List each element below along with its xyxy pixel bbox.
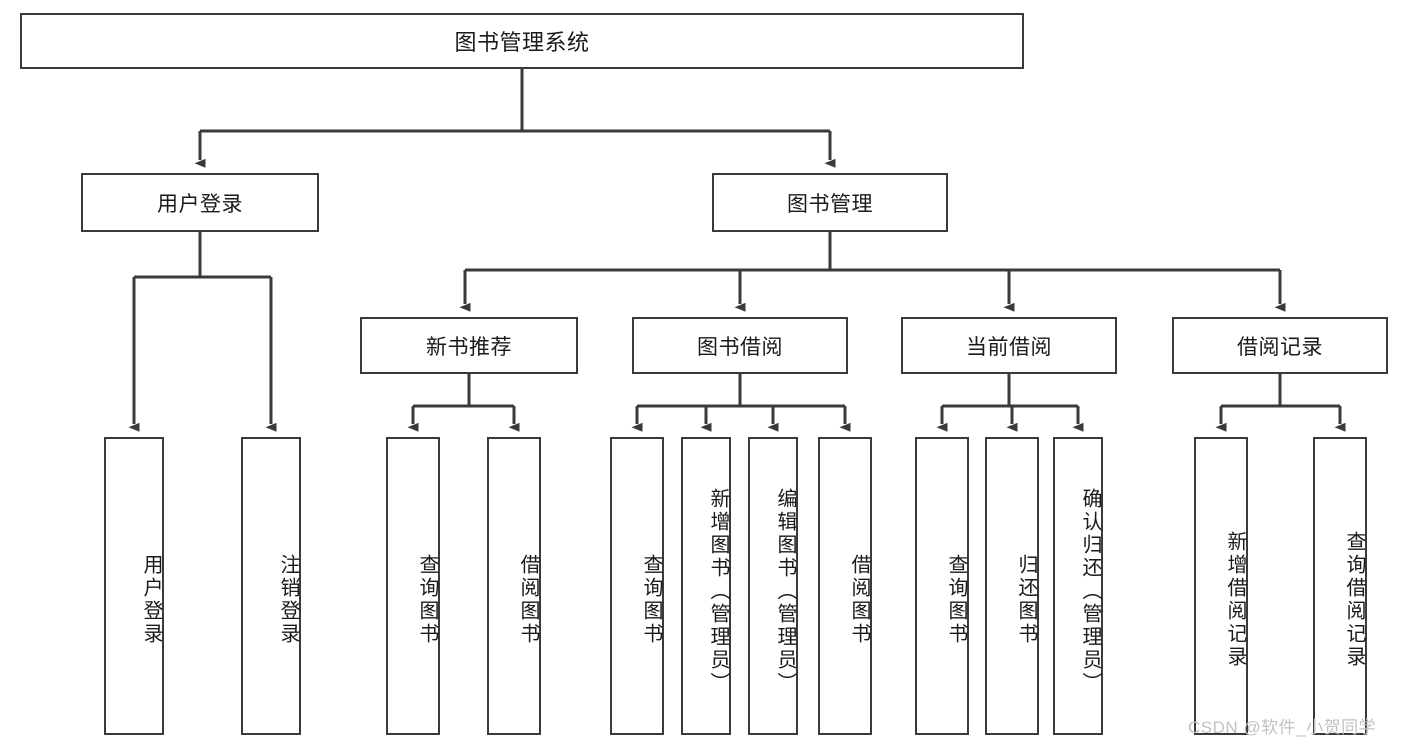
node-leaf-query-book-1[interactable]: 查询图书 [386, 437, 440, 735]
node-current-borrow[interactable]: 当前借阅 [901, 317, 1117, 374]
node-leaf-confirm-return[interactable]: 确认归还（管理员） [1053, 437, 1103, 735]
node-leaf-borrow-book-1[interactable]: 借阅图书 [487, 437, 541, 735]
node-leaf-user-login[interactable]: 用户登录 [104, 437, 164, 735]
node-root-label: 图书管理系统 [454, 30, 590, 55]
node-leaf-return-book[interactable]: 归还图书 [985, 437, 1039, 735]
node-leaf-borrow-book-2-label: 借阅图书 [848, 554, 870, 646]
node-leaf-query-book-3-label: 查询图书 [945, 554, 967, 646]
node-root[interactable]: 图书管理系统 [20, 13, 1024, 69]
node-leaf-confirm-return-label: 确认归还（管理员） [1079, 487, 1101, 695]
node-leaf-add-book-label: 新增图书（管理员） [707, 487, 729, 695]
node-leaf-borrow-book-1-label: 借阅图书 [517, 554, 539, 646]
node-leaf-add-book[interactable]: 新增图书（管理员） [681, 437, 731, 735]
node-user-login-label: 用户登录 [157, 192, 243, 216]
node-leaf-edit-book[interactable]: 编辑图书（管理员） [748, 437, 798, 735]
node-leaf-query-book-2-label: 查询图书 [640, 554, 662, 646]
node-leaf-user-logout-label: 注销登录 [277, 554, 299, 646]
node-leaf-edit-book-label: 编辑图书（管理员） [774, 487, 796, 695]
node-leaf-query-book-2[interactable]: 查询图书 [610, 437, 664, 735]
node-book-borrow-label: 图书借阅 [697, 335, 783, 359]
node-borrow-record-label: 借阅记录 [1237, 335, 1323, 359]
node-leaf-borrow-book-2[interactable]: 借阅图书 [818, 437, 872, 735]
node-book-borrow[interactable]: 图书借阅 [632, 317, 848, 374]
node-leaf-user-login-label: 用户登录 [140, 554, 162, 646]
node-borrow-record[interactable]: 借阅记录 [1172, 317, 1388, 374]
node-current-borrow-label: 当前借阅 [966, 335, 1052, 359]
node-leaf-add-record[interactable]: 新增借阅记录 [1194, 437, 1248, 735]
node-new-book-rec[interactable]: 新书推荐 [360, 317, 578, 374]
node-book-manage-label: 图书管理 [787, 192, 873, 216]
node-leaf-query-book-1-label: 查询图书 [416, 554, 438, 646]
node-leaf-query-record-label: 查询借阅记录 [1343, 531, 1365, 669]
node-leaf-user-logout[interactable]: 注销登录 [241, 437, 301, 735]
node-book-manage[interactable]: 图书管理 [712, 173, 948, 232]
node-new-book-rec-label: 新书推荐 [426, 335, 512, 359]
node-leaf-query-book-3[interactable]: 查询图书 [915, 437, 969, 735]
node-leaf-return-book-label: 归还图书 [1015, 554, 1037, 646]
node-leaf-query-record[interactable]: 查询借阅记录 [1313, 437, 1367, 735]
node-leaf-add-record-label: 新增借阅记录 [1224, 531, 1246, 669]
node-user-login[interactable]: 用户登录 [81, 173, 319, 232]
